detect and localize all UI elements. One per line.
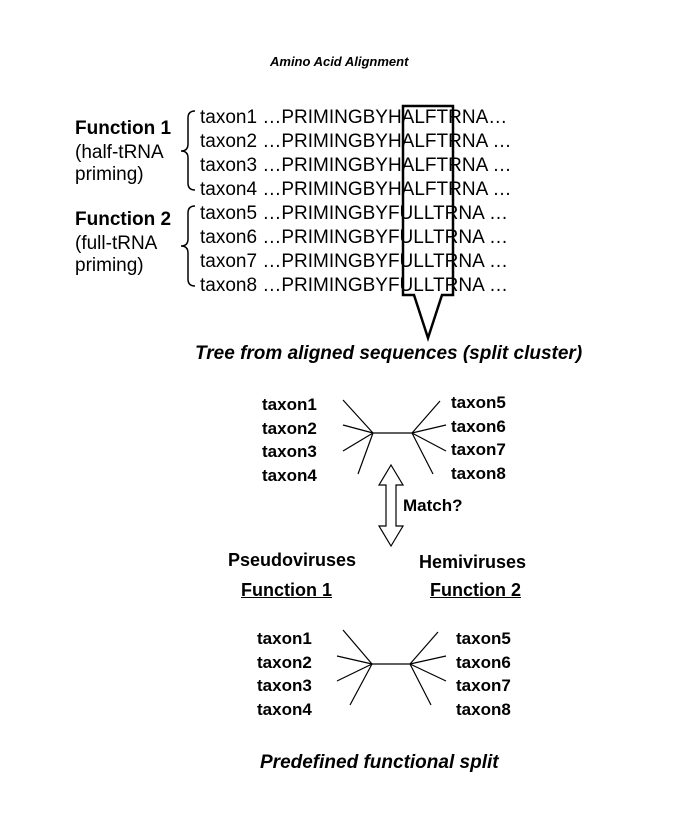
row-prefix: …PRIMINGBY xyxy=(262,107,388,128)
group-right-name: Hemiviruses xyxy=(419,552,527,572)
function-2-subtitle-line2: priming) xyxy=(75,255,144,276)
function-1-subtitle: (half-tRNA priming) xyxy=(75,142,164,186)
tree-top-left-labels: taxon1 taxon2 taxon3 taxon4 xyxy=(262,393,317,487)
tree-top-branch-taxon2 xyxy=(342,424,374,434)
tree-top-branch-taxon7 xyxy=(411,432,447,452)
group-right-function: Function 2 xyxy=(430,580,521,600)
row-taxon: taxon5 xyxy=(200,203,258,224)
row-motif: HALF xyxy=(387,107,437,128)
tree-top-label-taxon3: taxon3 xyxy=(262,442,317,461)
tree-top-label-taxon8: taxon8 xyxy=(451,463,506,483)
group-left-function: Function 1 xyxy=(241,580,332,600)
highlight-box-arrow xyxy=(401,104,455,343)
row-taxon: taxon8 xyxy=(200,275,258,296)
tree-bottom-left-labels: taxon1 taxon2 taxon3 taxon4 xyxy=(257,627,312,721)
row-taxon: taxon6 xyxy=(200,227,258,248)
group-left-name: Pseudoviruses xyxy=(228,550,357,570)
tree-top-label-taxon1: taxon1 xyxy=(262,395,317,414)
tree-top-label-taxon7: taxon7 xyxy=(451,440,506,459)
row-suffix: TRNA … xyxy=(436,131,512,152)
function-1-subtitle-line1: (half-tRNA xyxy=(75,142,164,163)
row-prefix: …PRIMINGBY xyxy=(262,179,388,200)
tree-bottom-label-taxon1: taxon1 xyxy=(257,629,312,648)
match-double-arrow xyxy=(377,463,405,548)
row-taxon: taxon7 xyxy=(200,251,258,272)
function-1-title: Function 1 xyxy=(75,118,172,139)
row-taxon: taxon4 xyxy=(200,179,258,200)
tree-bottom-branch-taxon2 xyxy=(336,655,373,665)
tree-top-label-taxon4: taxon4 xyxy=(262,465,317,485)
tree-top-branch-taxon8 xyxy=(411,432,434,475)
row-suffix: TRNA … xyxy=(436,155,512,176)
row-prefix: …PRIMINGBY xyxy=(262,131,388,152)
tree-bottom-branch-taxon3 xyxy=(336,663,373,682)
alignment-row: taxon2 …PRIMINGBYHALFTRNA … xyxy=(200,130,511,154)
row-taxon: taxon2 xyxy=(200,131,258,152)
function-2-title: Function 2 xyxy=(75,209,172,230)
row-motif: HALF xyxy=(387,179,437,200)
tree-bottom-label-taxon3: taxon3 xyxy=(257,676,312,695)
tree-top-branch-taxon4 xyxy=(357,432,374,475)
tree-bottom-branch-taxon8 xyxy=(409,663,432,706)
alignment-title: Amino Acid Alignment xyxy=(270,54,409,69)
tree-bottom-label-taxon2: taxon2 xyxy=(257,652,312,672)
row-motif: FULL xyxy=(387,251,434,272)
tree-bottom-label-taxon7: taxon7 xyxy=(456,676,511,695)
tree-bottom xyxy=(336,629,447,706)
tree-top-branch-taxon1 xyxy=(342,399,374,434)
row-prefix: …PRIMINGBY xyxy=(262,203,388,224)
tree-bottom-label-taxon5: taxon5 xyxy=(456,629,511,648)
alignment-row: taxon1 …PRIMINGBYHALFTRNA… xyxy=(200,106,511,130)
row-motif: FULL xyxy=(387,227,434,248)
function-1-subtitle-line2: priming) xyxy=(75,164,144,185)
tree-bottom-label-taxon8: taxon8 xyxy=(456,699,511,719)
tree-bottom-branch-taxon7 xyxy=(409,663,447,682)
row-motif: HALF xyxy=(387,155,437,176)
tree-top-caption: Tree from aligned sequences (split clust… xyxy=(195,343,583,364)
alignment-block: taxon1 …PRIMINGBYHALFTRNA… taxon2 …PRIMI… xyxy=(200,106,511,298)
tree-top-label-taxon6: taxon6 xyxy=(451,416,506,436)
tree-top xyxy=(342,399,447,475)
row-taxon: taxon1 xyxy=(200,107,258,128)
alignment-row: taxon4 …PRIMINGBYHALFTRNA … xyxy=(200,178,511,202)
tree-top-label-taxon2: taxon2 xyxy=(262,418,317,438)
row-prefix: …PRIMINGBY xyxy=(262,275,388,296)
tree-top-label-taxon5: taxon5 xyxy=(451,393,506,412)
brace-function-2 xyxy=(180,205,196,287)
alignment-row: taxon7 …PRIMINGBYFULLTRNA … xyxy=(200,250,511,274)
brace-function-1 xyxy=(180,110,196,191)
row-motif: FULL xyxy=(387,203,434,224)
tree-bottom-branch-taxon1 xyxy=(342,629,373,665)
row-taxon: taxon3 xyxy=(200,155,258,176)
tree-bottom-label-taxon4: taxon4 xyxy=(257,699,312,719)
tree-bottom-branch-taxon4 xyxy=(349,663,373,706)
tree-top-branch-taxon5 xyxy=(411,400,441,434)
row-suffix: TRNA … xyxy=(436,179,512,200)
row-prefix: …PRIMINGBY xyxy=(262,155,388,176)
tree-top-branch-taxon6 xyxy=(411,424,447,434)
function-2-subtitle-line1: (full-tRNA xyxy=(75,233,158,254)
alignment-row: taxon3 …PRIMINGBYHALFTRNA … xyxy=(200,154,511,178)
function-2-subtitle: (full-tRNA priming) xyxy=(75,233,157,277)
tree-bottom-branch-taxon6 xyxy=(409,655,447,665)
tree-top-branch-taxon3 xyxy=(342,432,374,452)
tree-bottom-caption: Predefined functional split xyxy=(260,752,499,773)
tree-top-right-labels: taxon5 taxon6 taxon7 taxon8 xyxy=(451,391,506,485)
row-prefix: …PRIMINGBY xyxy=(262,227,388,248)
row-motif: HALF xyxy=(387,131,437,152)
row-prefix: …PRIMINGBY xyxy=(262,251,388,272)
tree-bottom-right-labels: taxon5 taxon6 taxon7 taxon8 xyxy=(456,627,511,721)
tree-bottom-branch-taxon5 xyxy=(409,631,439,665)
row-motif: FULL xyxy=(387,275,434,296)
tree-bottom-label-taxon6: taxon6 xyxy=(456,652,511,672)
match-label: Match? xyxy=(403,496,463,515)
